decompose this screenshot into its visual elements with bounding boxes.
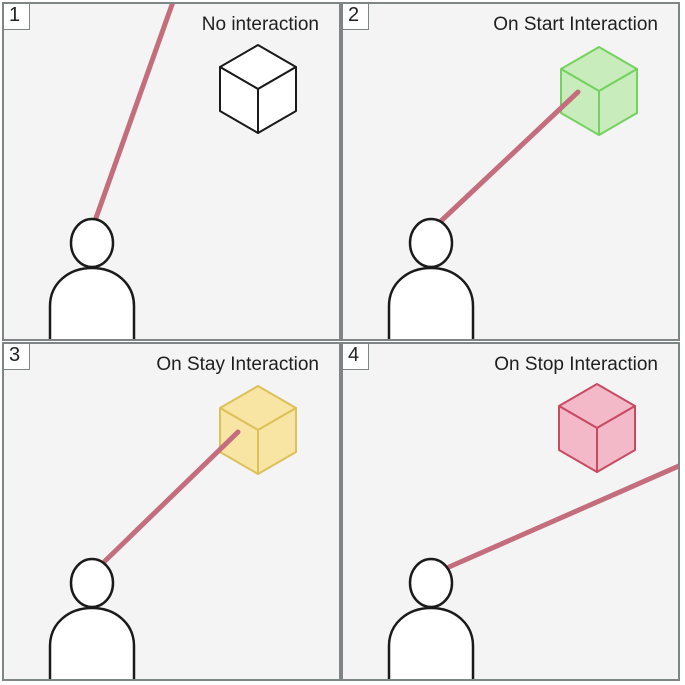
cube-icon [219,44,297,134]
cube-right-face [257,407,297,475]
panel-on-start-interaction: 2 On Start Interaction [341,2,680,341]
cube-right-face [598,68,638,136]
panel-scene [48,4,297,339]
panel-number: 3 [4,344,30,370]
person-body [48,266,136,339]
pointer-ray [102,429,241,564]
panel-title: On Stop Interaction [494,354,658,375]
panel-on-stop-interaction: 4 On Stop Interaction [341,342,680,681]
person-icon [387,217,475,339]
cube-right-face [257,66,297,134]
cube-right-face [596,405,636,473]
person-icon [48,217,136,339]
person-body [48,606,136,679]
panel-scene [48,385,297,679]
person-icon [48,557,136,679]
cube-icon [219,385,297,475]
panel-number: 2 [343,4,369,30]
pointer-ray [438,89,581,224]
person-head [69,557,115,609]
panel-scene [387,46,638,339]
panel-scene [387,383,678,679]
panel-title: On Start Interaction [493,14,658,35]
panel-no-interaction: 1 No interaction [2,2,341,341]
panel-on-stay-interaction: 3 On Stay Interaction [2,342,341,681]
person-body [387,266,475,339]
person-head [408,557,454,609]
cube-icon [558,383,636,473]
panel-number: 1 [4,4,30,30]
person-icon [387,557,475,679]
pointer-ray [446,463,678,570]
person-head [69,217,115,269]
panel-title: On Stay Interaction [156,354,319,375]
panel-number: 4 [343,344,369,370]
panel-title: No interaction [201,14,319,35]
person-head [408,217,454,269]
pointer-ray [93,4,175,221]
cube-icon [560,46,638,136]
person-body [387,606,475,679]
